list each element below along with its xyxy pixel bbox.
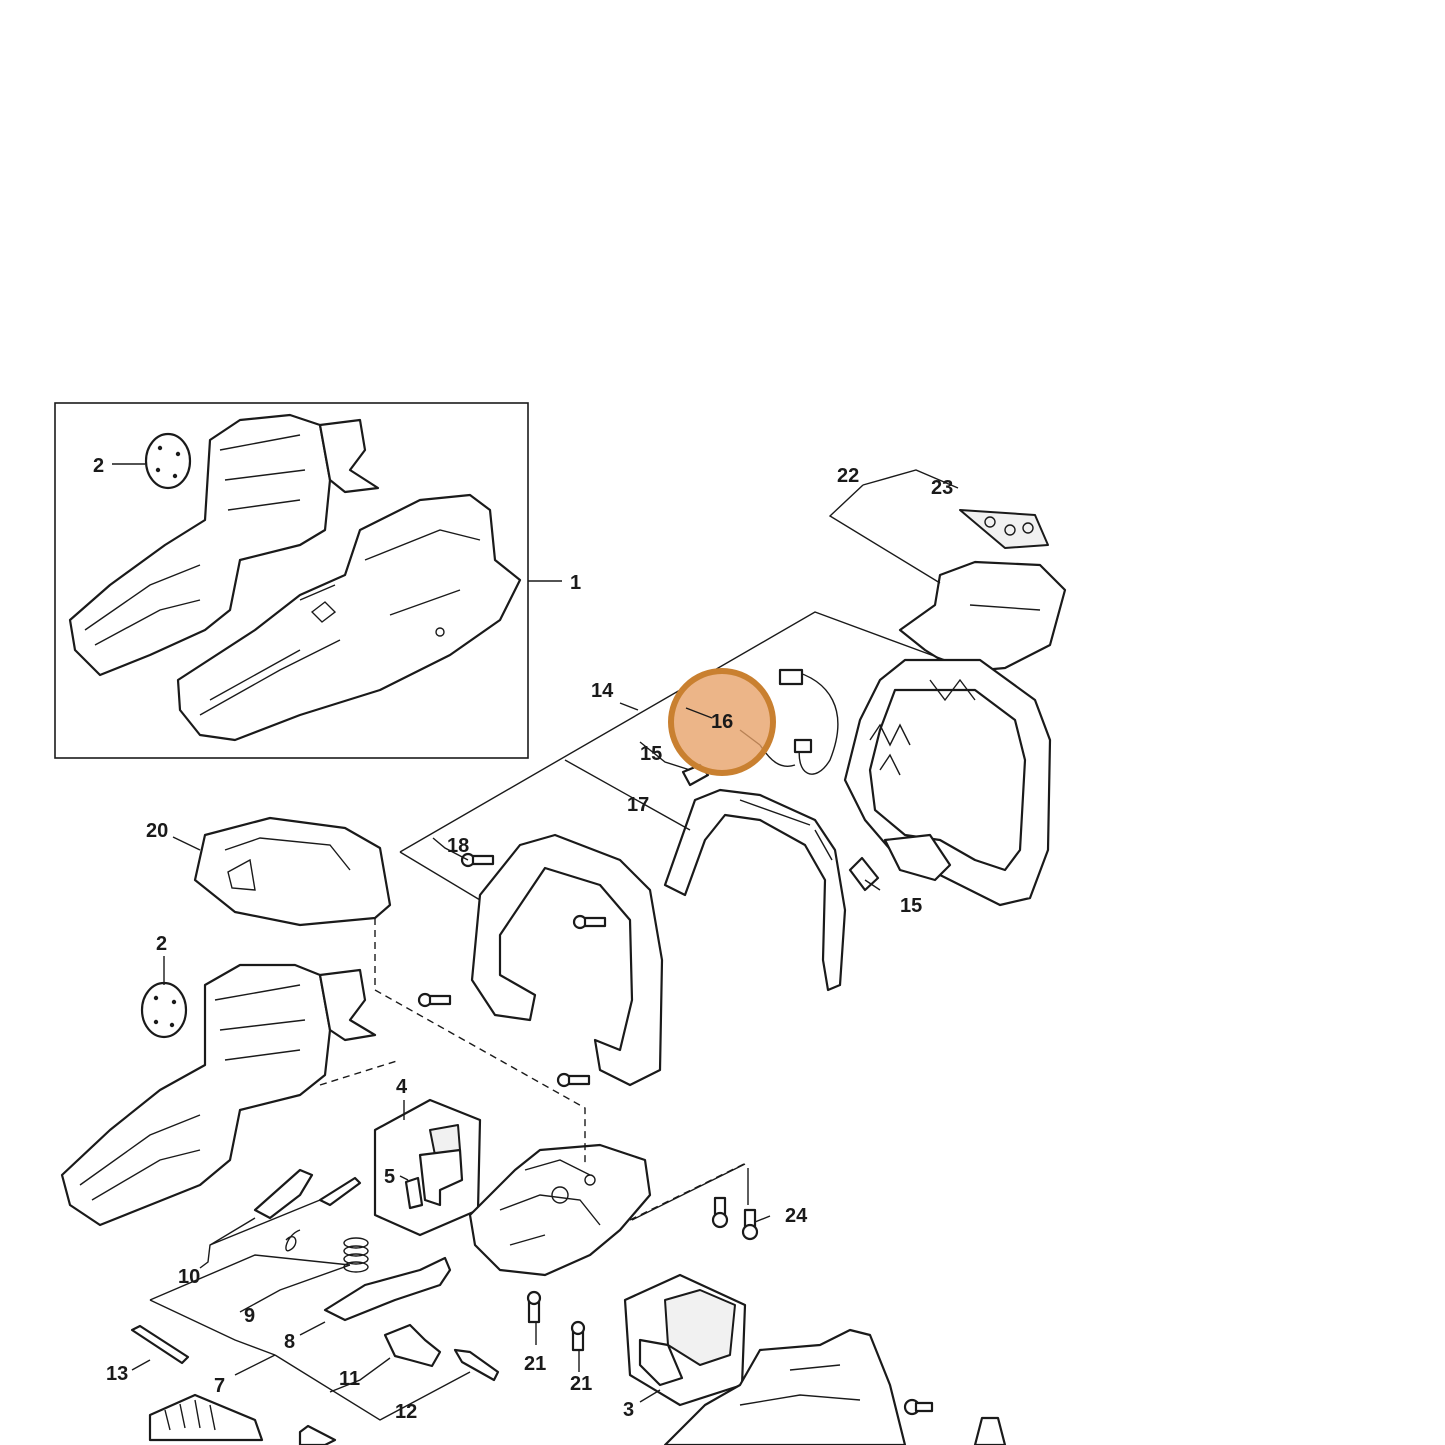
part-1-housing-inset [68,413,522,742]
part-9-spring [285,1229,369,1273]
part-7-rail [148,1393,264,1442]
callout-4: 4 [396,1076,408,1098]
part-8-trigger [323,1256,452,1322]
callout-11: 11 [339,1368,360,1390]
part-23-label-plate [959,509,1049,549]
callout-17: 17 [627,794,649,816]
callout-5: 5 [384,1166,395,1188]
callout-2: 2 [156,933,167,955]
callout-8: 8 [284,1331,295,1353]
part-11-cam [383,1323,442,1368]
highlight-callout-16[interactable]: 16 [668,668,776,776]
part-18-screws [417,852,607,1088]
callout-12: 12 [395,1401,417,1423]
callout-20: 20 [146,820,168,842]
callout-24: 24 [785,1205,808,1227]
highlight-circle[interactable] [668,668,776,776]
part-13-strip [130,1324,190,1365]
part-15-clip-lower [848,856,880,892]
part-22-cover [898,560,1067,674]
callout-labels: 2 1 22 23 14 15 17 18 20 2 4 5 15 24 10 … [93,455,953,1423]
handle-frame [843,658,1052,907]
callout-15-upper: 15 [640,743,662,765]
part-17-bow-grip [663,788,847,992]
callout-23: 23 [931,477,953,499]
callout-18: 18 [447,835,469,857]
callout-15-lower: 15 [900,895,922,917]
part-16-switch-cable [759,668,839,775]
bottom-knob [973,1416,1007,1445]
part-21-screw [526,1290,542,1324]
callout-9: 9 [244,1305,255,1327]
part-2-gasket [140,981,188,1039]
callout-22: 22 [837,465,859,487]
part-10-lever [253,1168,362,1220]
dashed-assembly-lines [319,918,749,1221]
part-4-5-box [373,1098,482,1237]
callout-10: 10 [178,1266,200,1288]
center-frame [468,1143,652,1277]
part-24-screws [711,1196,759,1241]
part-20-shroud [193,816,392,927]
callout-14: 14 [591,680,614,702]
callout-7: 7 [214,1375,225,1397]
callout-21-right: 21 [570,1373,592,1395]
callout-1: 1 [570,572,581,594]
bottom-housing-fragment [663,1328,907,1445]
callout-3: 3 [623,1399,634,1421]
callout-2-inset: 2 [93,455,104,477]
bottom-screw [903,1398,934,1416]
callout-16: 16 [711,711,733,733]
front-handle [470,833,664,1087]
part-bottom-strip [298,1424,337,1445]
callout-21-left: 21 [524,1353,546,1375]
part-21-screw-2 [570,1320,586,1352]
part-2-gasket-inset [144,432,192,490]
callout-13: 13 [106,1363,128,1385]
lower-housing-half [60,963,377,1227]
part-3-box [623,1273,747,1407]
part-12-pin [453,1348,500,1382]
leader-lines [112,463,959,1421]
